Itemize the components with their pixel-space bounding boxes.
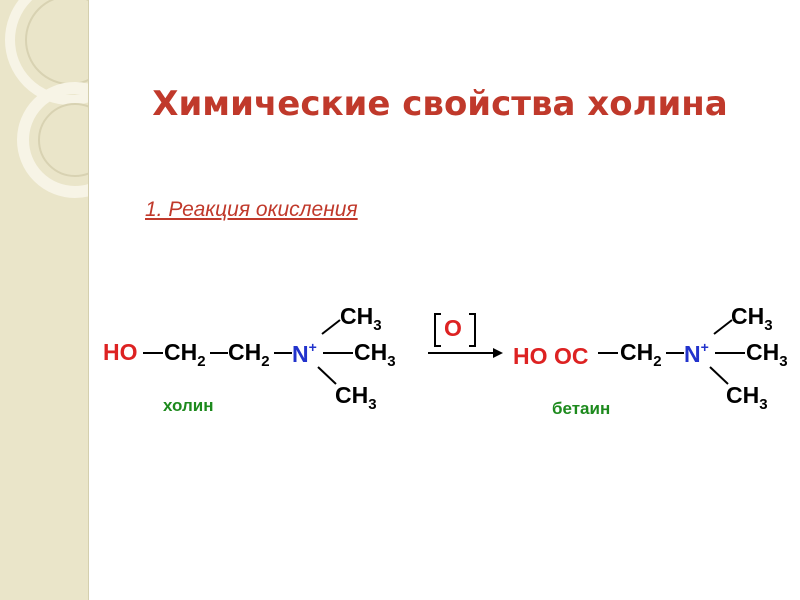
bond-n-ch3-bottom [317,366,337,385]
betaine-nitrogen: N+ [684,339,709,367]
betaine-ch3-top: CH3 [731,303,773,334]
betaine-name-label: бетаин [552,399,611,418]
reaction-subtitle: 1. Реакция окисления [145,198,358,221]
choline-ch2-first: CH2 [164,339,206,370]
bond-n-ch3-bottom-betaine [709,366,729,385]
choline-ch2-second: CH2 [228,339,270,370]
bond-n-ch3-top [321,319,341,335]
bracket-right [469,313,476,347]
choline-hydroxyl: HO [103,339,138,365]
choline-nitrogen: N+ [292,339,317,367]
choline-name-label: холин [163,396,214,415]
betaine-hydroxyl: HO [513,343,548,369]
bond-n-ch3-top-betaine [713,319,733,335]
decorative-sidebar [0,0,89,600]
sidebar-rings-decoration [5,0,88,198]
choline-ch3-top: CH3 [340,303,382,334]
choline-ch3-bottom: CH3 [335,382,377,413]
betaine-carbonyl: OC [554,343,589,369]
slide-title: Химические свойства холина [152,84,728,124]
betaine-ch3-bottom: CH3 [726,382,768,413]
reaction-arrow-head [493,348,503,358]
oxidant-reagent: O [444,315,462,341]
choline-ch3-right: CH3 [354,339,396,370]
betaine-ch2: CH2 [620,339,662,370]
betaine-ch3-right: CH3 [746,339,788,370]
bracket-left [434,313,441,347]
